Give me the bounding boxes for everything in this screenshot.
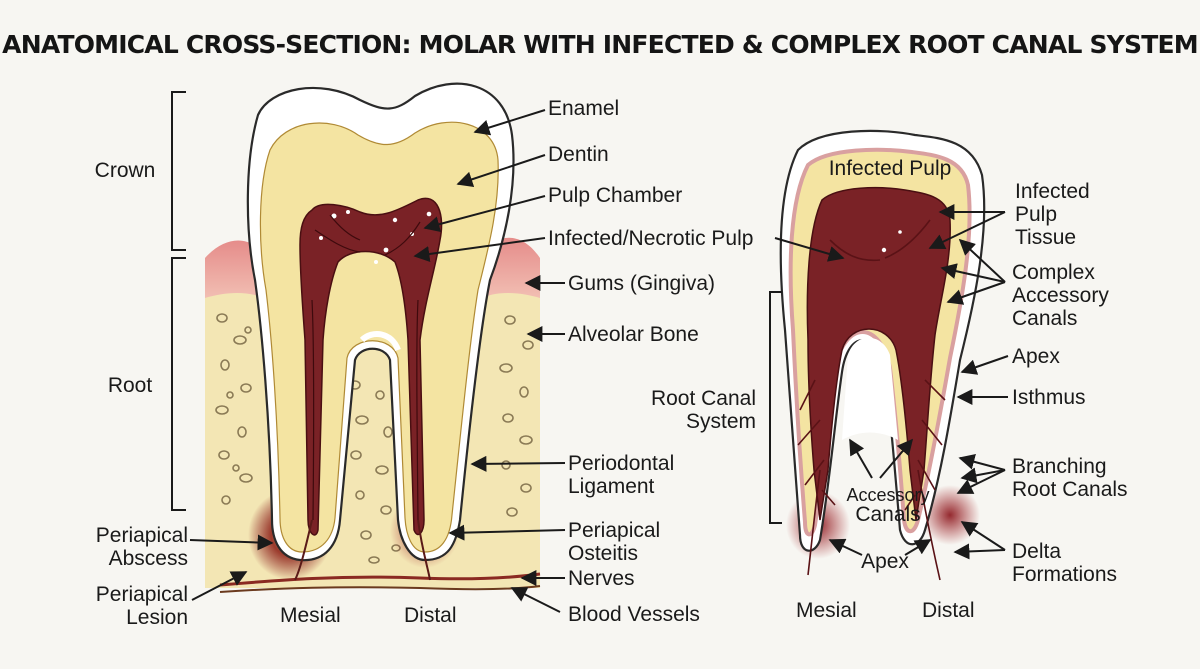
label-branching-root-canals-2: Root Canals <box>1012 478 1128 501</box>
label-root-canal-system-1: Root Canal <box>650 387 756 410</box>
label-blood-vessels: Blood Vessels <box>568 603 700 626</box>
label-periapical-abscess-2: Abscess <box>108 547 188 570</box>
label-gums: Gums (Gingiva) <box>568 272 716 295</box>
label-branching-root-canals-1: Branching <box>1012 455 1107 478</box>
label-alveolar-bone: Alveolar Bone <box>568 323 699 346</box>
label-accessory-canals-2: Canals <box>855 503 921 526</box>
leader-lines-right <box>774 204 1009 560</box>
right-branching-canals <box>797 219 946 581</box>
label-complex-accessory-canals-2: Accessory <box>1012 284 1109 307</box>
label-infected-necrotic-pulp: Infected/Necrotic Pulp <box>548 227 754 250</box>
label-pulp-chamber: Pulp Chamber <box>548 184 683 207</box>
right-inner-arch <box>842 337 898 440</box>
label-crown: Crown <box>94 159 156 182</box>
label-nerves: Nerves <box>568 567 635 590</box>
label-infected-pulp: Infected Pulp <box>828 157 952 180</box>
label-apex-bottom: Apex <box>861 550 909 573</box>
infected-pulp <box>299 197 443 536</box>
label-infected-pulp-tissue-1: Infected <box>1015 180 1090 203</box>
right-pulp-spots <box>881 230 902 253</box>
root-nerve-right <box>417 519 431 581</box>
label-delta-formations-1: Delta <box>1012 540 1062 563</box>
left-tooth <box>205 82 541 593</box>
label-periodontal-ligament-1: Periodontal <box>568 452 675 475</box>
bracket-root-canal-system <box>769 291 782 524</box>
label-periodontal-ligament-2: Ligament <box>568 475 655 498</box>
page-title: ANATOMICAL CROSS-SECTION: MOLAR WITH INF… <box>2 30 1198 59</box>
label-complex-accessory-canals-3: Canals <box>1012 307 1078 330</box>
nerve-line <box>219 572 541 587</box>
label-mesial-left: Mesial <box>280 604 341 627</box>
label-root: Root <box>107 374 153 397</box>
label-accessory-canals-1: Accessory <box>846 485 930 505</box>
label-complex-accessory-canals-1: Complex <box>1012 261 1095 284</box>
bracket-root <box>171 257 186 511</box>
label-distal-right: Distal <box>922 599 975 622</box>
label-periapical-lesion-1: Periapical <box>95 583 188 606</box>
label-enamel: Enamel <box>548 97 620 120</box>
leader-lines-left <box>189 109 566 613</box>
label-infected-pulp-tissue-3: Tissue <box>1015 226 1077 249</box>
label-distal-left: Distal <box>404 604 457 627</box>
label-mesial-right: Mesial <box>796 599 857 622</box>
label-periapical-lesion-2: Lesion <box>126 606 188 629</box>
cementum-arch <box>359 331 401 352</box>
label-periapical-osteitis-2: Osteitis <box>568 542 639 565</box>
label-delta-formations-2: Formations <box>1012 563 1118 586</box>
label-periapical-abscess-1: Periapical <box>95 524 188 547</box>
bone-pores <box>215 313 534 564</box>
root-nerve-left <box>294 519 313 581</box>
label-periapical-osteitis-1: Periapical <box>568 519 661 542</box>
label-isthmus: Isthmus <box>1012 386 1086 409</box>
vessel-line <box>219 585 541 593</box>
label-dentin: Dentin <box>548 143 609 166</box>
label-root-canal-system-2: System <box>685 410 756 433</box>
bracket-crown <box>171 91 186 251</box>
label-infected-pulp-tissue-2: Pulp <box>1015 203 1058 226</box>
pulp-veins <box>311 214 421 521</box>
right-tooth <box>779 129 986 581</box>
pulp-spots <box>319 210 432 264</box>
label-apex-right: Apex <box>1012 345 1060 368</box>
